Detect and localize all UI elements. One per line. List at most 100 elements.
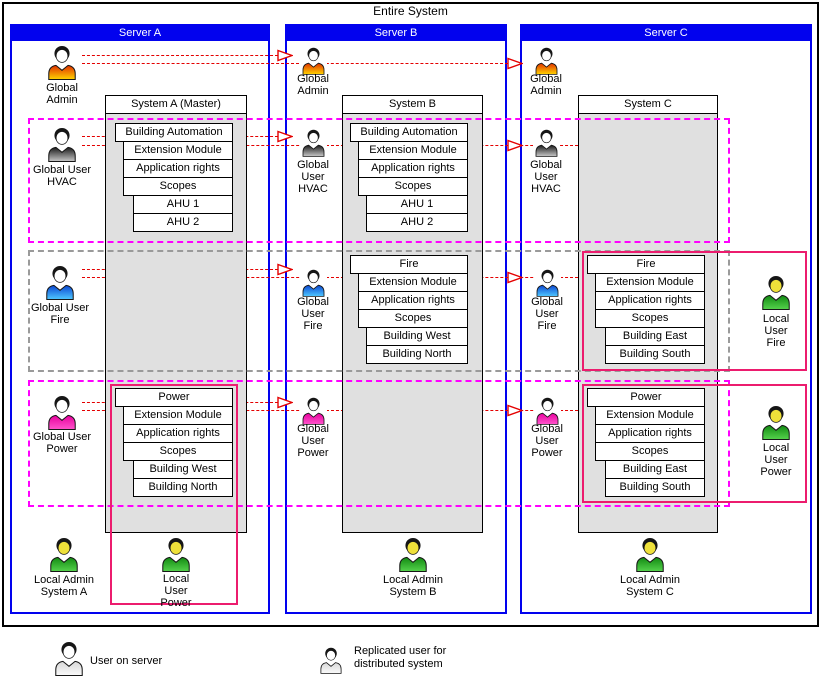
group-power-dashed-box: [28, 380, 730, 507]
tree-node: Application rights: [595, 424, 705, 443]
arrowhead-icon-power-to-b: [277, 396, 293, 409]
group-fire-dashed-box: [28, 250, 730, 372]
arrowhead-icon-admin-to-b: [277, 49, 293, 62]
user-label: Global User HVAC: [32, 164, 92, 188]
user-label: Local User Power: [160, 573, 192, 609]
tree-node: Extension Module: [123, 141, 233, 160]
tree-node: Scopes: [123, 442, 233, 461]
tree-node: Extension Module: [358, 141, 468, 160]
arrowhead-icon-power-to-c: [507, 404, 523, 417]
user-icon-local-admin-c: [633, 536, 667, 572]
user-icon-global-user-fire-c: [534, 268, 561, 297]
tree-node: AHU 2: [133, 213, 233, 232]
user-icon-global-user-fire-b: [300, 268, 327, 297]
tree-node: Extension Module: [595, 273, 705, 292]
user-icon-global-admin-a: [45, 44, 79, 80]
tree-node: AHU 1: [133, 195, 233, 214]
system-c-title: System C: [578, 95, 718, 114]
user-label: Global Admin: [46, 82, 78, 106]
arrowhead-icon-fire-to-b: [277, 263, 293, 276]
user-icon-local-admin-b: [396, 536, 430, 572]
user-icon-global-user-power-c: [534, 396, 561, 425]
arrowhead-icon-fire-to-c: [507, 271, 523, 284]
tree-node: Building Automation: [115, 123, 233, 142]
replication-line-fire-lower: [82, 277, 578, 278]
replication-line-admin-lower: [82, 63, 508, 64]
replication-line-hvac-lower: [82, 145, 578, 146]
tree-node: Application rights: [358, 159, 468, 178]
user-label: Global User Fire: [531, 296, 563, 332]
tree-node: Building Automation: [350, 123, 468, 142]
tree-node: Application rights: [595, 291, 705, 310]
user-icon-global-user-fire-a: [43, 264, 77, 300]
user-label: Global User Power: [297, 423, 329, 459]
user-icon-global-user-hvac-a: [45, 126, 79, 162]
arrowhead-icon-hvac-to-c: [507, 139, 523, 152]
user-label: Local User Fire: [762, 313, 790, 349]
user-label: Local Admin System B: [383, 574, 443, 598]
tree-node: AHU 1: [366, 195, 468, 214]
scope-fire-c-box: [582, 251, 807, 371]
diagram-title: Entire System: [373, 4, 448, 18]
legend-replicated-user-label: Replicated user for distributed system: [354, 645, 447, 670]
tree-node: Application rights: [358, 291, 468, 310]
arrowhead-icon-admin-to-c: [507, 57, 523, 70]
user-icon-global-user-hvac-c: [533, 128, 560, 157]
user-label: Global Admin: [530, 73, 562, 97]
legend-replicated-user-icon: [318, 646, 344, 674]
tree-node: Scopes: [595, 309, 705, 328]
user-icon-local-user-power-c: [759, 404, 793, 440]
user-icon-global-admin-b: [300, 46, 327, 75]
tree-node: Extension Module: [595, 406, 705, 425]
replication-line-power-lower: [82, 410, 578, 411]
user-label: Local Admin System C: [620, 574, 680, 598]
server-c-box: Server C: [520, 24, 812, 614]
user-label: Local Admin System A: [34, 574, 94, 598]
user-icon-local-user-fire-c: [759, 274, 793, 310]
user-icon-global-admin-c: [533, 46, 560, 75]
user-label: Global User HVAC: [297, 159, 329, 195]
tree-node: Application rights: [123, 159, 233, 178]
server-a-header: Server A: [12, 26, 268, 41]
tree-node: Scopes: [358, 177, 468, 196]
tree-node: Power: [587, 388, 705, 407]
tree-node: Building East: [605, 460, 705, 479]
tree-node: Building West: [366, 327, 468, 346]
tree-node: Scopes: [123, 177, 233, 196]
replication-line-admin-upper: [82, 55, 278, 56]
user-label: Local User Power: [760, 442, 792, 478]
legend-user-label: User on server: [90, 655, 163, 667]
arrowhead-icon-hvac-to-b: [277, 130, 293, 143]
user-label: Global User HVAC: [530, 159, 562, 195]
server-c-header: Server C: [522, 26, 810, 41]
user-label: Global User Fire: [297, 296, 329, 332]
tree-node: Scopes: [358, 309, 468, 328]
system-a-title: System A (Master): [105, 95, 247, 114]
user-icon-global-user-power-b: [300, 396, 327, 425]
tree-node: Fire: [350, 255, 468, 274]
tree-node: Scopes: [595, 442, 705, 461]
tree-node: Building South: [605, 345, 705, 364]
tree-node: Building North: [366, 345, 468, 364]
user-icon-local-user-power-a: [159, 536, 193, 572]
user-label: Global User Fire: [30, 302, 90, 326]
server-a-box: Server A: [10, 24, 270, 614]
system-b-title: System B: [342, 95, 483, 114]
tree-node: Fire: [587, 255, 705, 274]
server-b-box: Server B: [285, 24, 507, 614]
scope-power-c-box: [582, 384, 807, 503]
tree-node: Building North: [133, 478, 233, 497]
user-label: Global Admin: [297, 73, 329, 97]
user-label: Global User Power: [531, 423, 563, 459]
user-icon-global-user-hvac-b: [300, 128, 327, 157]
group-hvac-dashed-box: [28, 118, 730, 243]
tree-node: Power: [115, 388, 233, 407]
tree-node: Extension Module: [358, 273, 468, 292]
entire-system-box: [2, 2, 819, 627]
tree-node: AHU 2: [366, 213, 468, 232]
tree-node: Building East: [605, 327, 705, 346]
tree-node: Building South: [605, 478, 705, 497]
user-label: Global User Power: [32, 431, 92, 455]
legend-user-icon: [52, 640, 86, 676]
tree-node: Extension Module: [123, 406, 233, 425]
